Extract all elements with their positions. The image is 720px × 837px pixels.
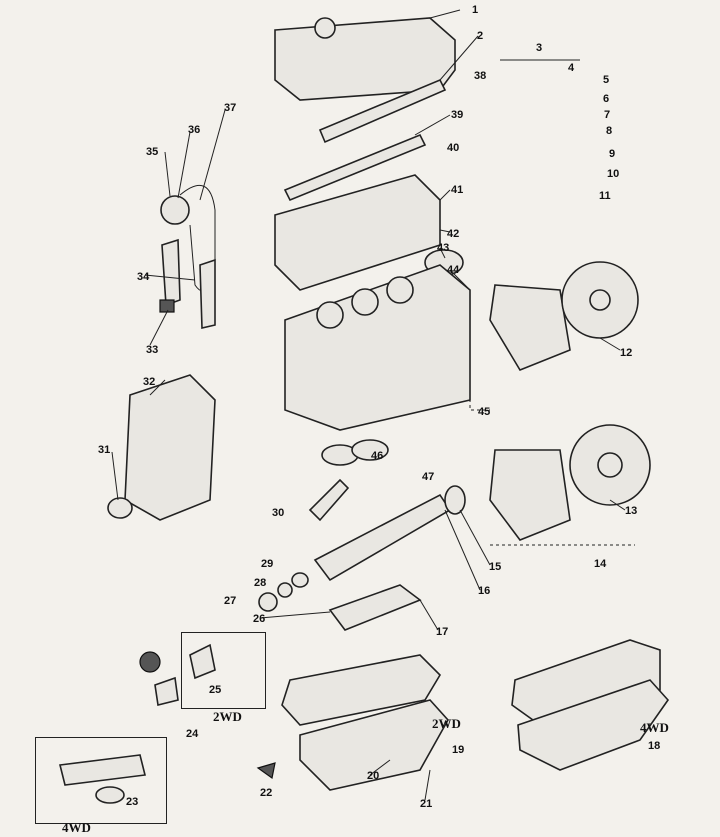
callout-7: 7: [604, 109, 611, 121]
callout-37: 37: [224, 102, 237, 114]
oil-strainer-4wd: [59, 754, 146, 786]
callout-26: 26: [253, 613, 266, 625]
callout-35: 35: [146, 146, 159, 158]
cam-sprocket: [160, 195, 190, 225]
callout-4: 4: [568, 62, 575, 74]
callout-28: 28: [254, 577, 267, 589]
oil-pan-4wd: [517, 679, 670, 771]
callout-14: 14: [594, 558, 607, 570]
oil-pump-4wd-inset: [35, 737, 167, 824]
variant-label-4wd-pump: 4WD: [62, 820, 91, 835]
callout-11: 11: [599, 190, 611, 202]
callout-19: 19: [452, 744, 465, 756]
timing-chain: [179, 185, 216, 292]
crank-sprocket: [258, 592, 278, 612]
callout-36: 36: [188, 124, 201, 136]
callout-3: 3: [536, 42, 543, 54]
rear-oil-seal: [444, 485, 466, 515]
callout-27: 27: [224, 595, 237, 607]
callout-47: 47: [422, 471, 435, 483]
callout-43: 43: [437, 242, 450, 254]
callout-41: 41: [451, 184, 464, 196]
front-cover: [124, 374, 216, 521]
callout-1: 1: [472, 4, 479, 16]
sealant-symbol: [256, 762, 276, 780]
oil-pump-2wd-inset: [181, 632, 266, 709]
oil-pan-2wd: [299, 699, 449, 791]
oil-strainer-2wd: [189, 643, 216, 680]
callout-21: 21: [420, 798, 433, 810]
callout-2: 2: [477, 30, 484, 42]
callout-34: 34: [137, 271, 150, 283]
connecting-rod: [308, 478, 350, 522]
valve-cover: [274, 17, 456, 101]
oil-filler-cap: [314, 17, 336, 39]
rear-plate: [489, 284, 571, 371]
chain-guide: [161, 238, 181, 307]
callout-25: 25: [209, 684, 222, 696]
variant-label-2wd-pan: 2WD: [432, 716, 461, 731]
callout-18: 18: [648, 740, 661, 752]
crank-pulley-seal: [107, 497, 133, 519]
callout-42: 42: [447, 228, 460, 240]
callout-30: 30: [272, 507, 285, 519]
callout-38: 38: [474, 70, 487, 82]
callout-24: 24: [186, 728, 199, 740]
callout-40: 40: [447, 142, 460, 154]
callout-10: 10: [607, 168, 620, 180]
callout-46: 46: [371, 450, 384, 462]
rocker-shaft: [318, 78, 447, 144]
callout-20: 20: [367, 770, 380, 782]
tensioner: [159, 299, 175, 313]
callout-31: 31: [98, 444, 111, 456]
variant-label-2wd-pump: 2WD: [213, 709, 242, 724]
callout-5: 5: [603, 74, 610, 86]
callout-6: 6: [603, 93, 610, 105]
callout-22: 22: [260, 787, 273, 799]
callout-45: 45: [478, 406, 491, 418]
crankshaft: [313, 493, 452, 582]
oil-pan-gasket-2wd: [281, 654, 442, 726]
callout-15: 15: [489, 561, 502, 573]
variant-label-4wd-pan: 4WD: [640, 720, 669, 735]
callout-29: 29: [261, 558, 274, 570]
cylinder-block: [284, 264, 471, 431]
callout-23: 23: [126, 796, 139, 808]
callout-44: 44: [447, 264, 460, 276]
chain-tensioner: [199, 258, 216, 329]
callout-8: 8: [606, 125, 613, 137]
main-bearing-caps: [328, 584, 422, 631]
callout-33: 33: [146, 344, 159, 356]
callout-12: 12: [620, 347, 633, 359]
callout-9: 9: [609, 148, 616, 160]
callout-32: 32: [143, 376, 156, 388]
callout-17: 17: [436, 626, 449, 638]
callout-16: 16: [478, 585, 491, 597]
cylinder-head: [274, 174, 441, 291]
callout-13: 13: [625, 505, 638, 517]
camshaft: [283, 133, 427, 202]
rear-plate-at: [489, 449, 571, 541]
callout-39: 39: [451, 109, 464, 121]
